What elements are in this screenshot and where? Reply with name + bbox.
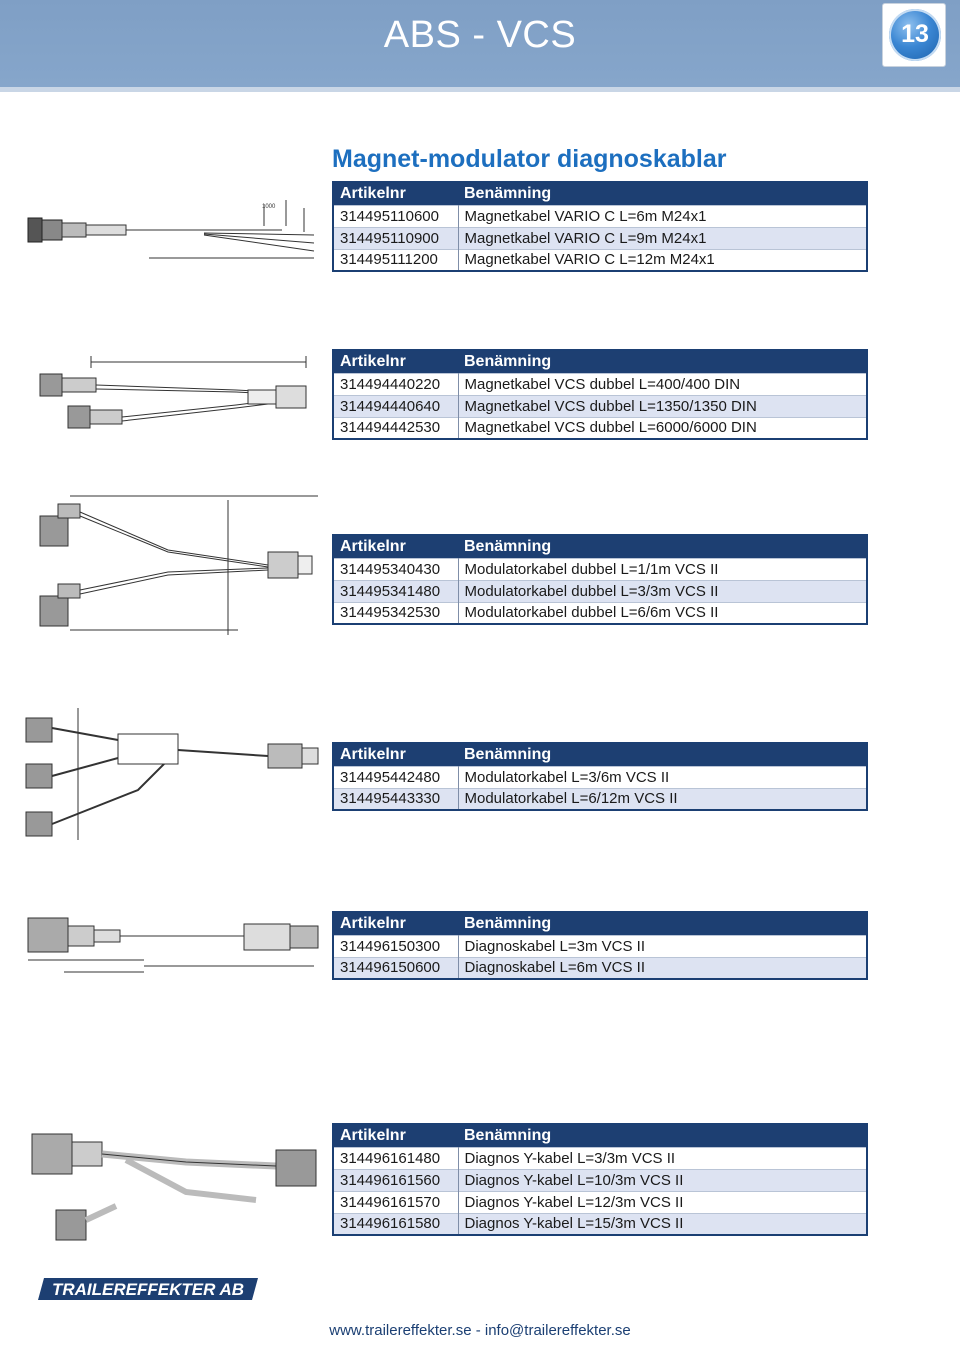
- footer-website-link[interactable]: www.trailereffekter.se: [329, 1322, 472, 1339]
- article-number: 314496150300: [333, 934, 459, 957]
- page-footer: www.trailereffekter.se - info@trailereff…: [0, 1322, 960, 1339]
- col-article: Artikelnr: [333, 182, 458, 205]
- product-name: Modulatorkabel L=6/12m VCS II: [458, 787, 867, 810]
- col-name: Benämning: [458, 743, 867, 766]
- company-logo: TRAILEREFFEKTER AB: [38, 1276, 258, 1302]
- article-number: 314494442530: [333, 416, 459, 439]
- article-number: 314496150600: [333, 956, 459, 979]
- product-name: Magnetkabel VCS dubbel L=1350/1350 DIN: [458, 394, 867, 417]
- article-number: 314495442480: [333, 765, 459, 788]
- product-name: Diagnos Y-kabel L=10/3m VCS II: [458, 1168, 867, 1191]
- col-name: Benämning: [458, 535, 867, 558]
- article-number: 314496161560: [333, 1168, 459, 1191]
- col-article: Artikelnr: [333, 743, 458, 766]
- article-number: 314495340430: [333, 557, 459, 580]
- table-header-row: Artikelnr Benämning: [333, 535, 867, 558]
- article-number: 314496161570: [333, 1190, 459, 1213]
- product-name: Diagnos Y-kabel L=15/3m VCS II: [458, 1212, 867, 1235]
- table-header-row: Artikelnr Benämning: [333, 350, 867, 373]
- svg-text:1000: 1000: [262, 204, 276, 210]
- table-header-row: Artikelnr Benämning: [333, 743, 867, 766]
- article-number: 314495341480: [333, 579, 459, 602]
- footer-email-link[interactable]: info@trailereffekter.se: [484, 1322, 631, 1339]
- product-name: Diagnos Y-kabel L=12/3m VCS II: [458, 1190, 867, 1213]
- col-name: Benämning: [458, 350, 867, 373]
- product-name: Magnetkabel VARIO C L=6m M24x1: [458, 204, 867, 227]
- page-number: 13: [901, 20, 929, 48]
- table-header-row: Artikelnr Benämning: [333, 912, 867, 935]
- cable-drawing-2: [36, 350, 326, 440]
- cable-drawing-1: 1000: [24, 196, 324, 268]
- col-article: Artikelnr: [333, 535, 458, 558]
- page-number-badge: 13: [882, 3, 946, 67]
- logo-text: TRAILEREFFEKTER AB: [52, 1280, 244, 1299]
- page-number-disc-icon: [889, 9, 941, 61]
- col-name: Benämning: [458, 1124, 867, 1147]
- article-number: 314495443330: [333, 787, 459, 810]
- header-title: ABS - VCS: [383, 14, 577, 56]
- product-name: Magnetkabel VARIO C L=9m M24x1: [458, 226, 867, 249]
- cable-drawing-5: [24, 908, 326, 978]
- col-article: Artikelnr: [333, 1124, 458, 1147]
- product-name: Modulatorkabel L=3/6m VCS II: [458, 765, 867, 788]
- table-header-row: Artikelnr Benämning: [333, 182, 867, 205]
- article-number: 314496161580: [333, 1212, 459, 1235]
- col-name: Benämning: [458, 912, 867, 935]
- col-name: Benämning: [458, 182, 867, 205]
- article-number: 314495110900: [333, 226, 459, 249]
- footer-separator: -: [471, 1322, 485, 1339]
- cable-drawing-3: [18, 490, 328, 640]
- article-number: 314494440640: [333, 394, 459, 417]
- product-name: Diagnos Y-kabel L=3/3m VCS II: [458, 1146, 867, 1169]
- product-name: Diagnoskabel L=3m VCS II: [458, 934, 867, 957]
- section-title: Magnet-modulator diagnoskablar: [332, 145, 727, 173]
- table-header-row: Artikelnr Benämning: [333, 1124, 867, 1147]
- article-number: 314495111200: [333, 248, 459, 271]
- product-name: Magnetkabel VARIO C L=12m M24x1: [458, 248, 867, 271]
- col-article: Artikelnr: [333, 912, 458, 935]
- product-name: Magnetkabel VCS dubbel L=400/400 DIN: [458, 372, 867, 395]
- col-article: Artikelnr: [333, 350, 458, 373]
- product-name: Magnetkabel VCS dubbel L=6000/6000 DIN: [458, 416, 867, 439]
- article-number: 314496161480: [333, 1146, 459, 1169]
- product-name: Modulatorkabel dubbel L=3/3m VCS II: [458, 579, 867, 602]
- cable-drawing-4: [18, 700, 328, 845]
- article-number: 314495110600: [333, 204, 459, 227]
- product-name: Diagnoskabel L=6m VCS II: [458, 956, 867, 979]
- cable-drawing-6: [26, 1120, 326, 1250]
- page-header: ABS - VCS 13: [0, 0, 960, 92]
- article-number: 314494440220: [333, 372, 459, 395]
- product-name: Modulatorkabel dubbel L=1/1m VCS II: [458, 557, 867, 580]
- product-name: Modulatorkabel dubbel L=6/6m VCS II: [458, 601, 867, 624]
- article-number: 314495342530: [333, 601, 459, 624]
